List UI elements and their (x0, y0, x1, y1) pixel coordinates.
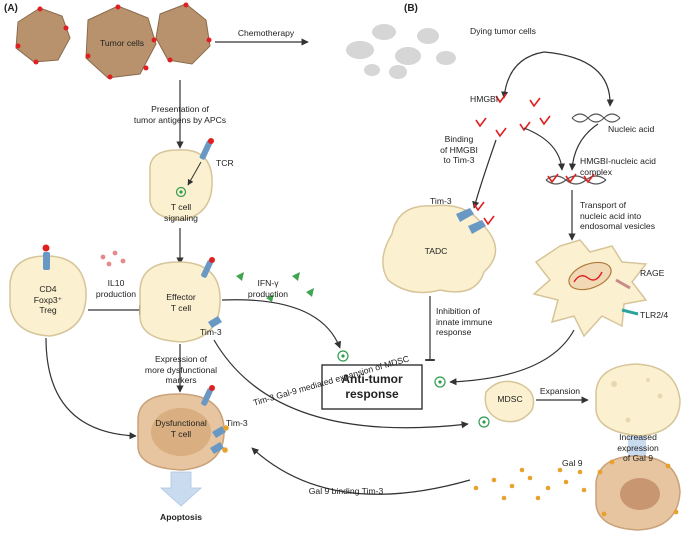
effector-tcr (201, 260, 213, 278)
effector-tim3-receptor (208, 316, 222, 328)
chemotherapy-label: Chemotherapy (237, 28, 295, 38)
plus-ifn (337, 350, 349, 362)
tcr-receptor (199, 140, 213, 160)
tumor-cell-3 (155, 3, 211, 65)
tumor-cells-group (15, 2, 212, 80)
expanded-mdsc (595, 363, 681, 437)
dying-tumor-cells (346, 24, 456, 79)
t-cell-signaling (149, 138, 214, 221)
tlr-label: TLR2/4 (640, 310, 669, 320)
hmgbi-to-complex (523, 127, 566, 171)
treg-receptor (43, 252, 50, 270)
dysfunctional-nucleus (151, 408, 211, 456)
rage-label: RAGE (640, 268, 665, 278)
plus-mdsc (478, 416, 490, 428)
mdsc-label: MDSC (497, 394, 523, 404)
nucleic-acid-helix (571, 113, 621, 123)
treg-cell (9, 244, 87, 337)
nucleic-to-complex (568, 123, 599, 171)
tadc-label: TADC (424, 246, 448, 256)
treg-to-dysfunctional (45, 337, 137, 440)
effector-t-cell (139, 257, 222, 343)
hmgbi-label: HMGBI (470, 94, 499, 104)
tumor-cells-label: Tumor cells (99, 38, 145, 48)
endosomal-dc (532, 239, 648, 338)
il10-dots (100, 250, 126, 267)
panel-b-label: (B) (404, 3, 418, 14)
tadc-tim3-receptor (456, 208, 474, 222)
expansion-label: Expansion (539, 386, 581, 396)
tlr-receptor (621, 308, 639, 316)
dying-to-nucleic (543, 51, 614, 107)
tumor-antigen-spots (15, 2, 212, 80)
hmgbi-chevrons (475, 93, 551, 138)
mdsc-body (484, 380, 535, 423)
expanded-mdsc-body (595, 363, 681, 437)
dysfunctional-tim3-receptor (212, 426, 226, 438)
tcr-signal-arrow (187, 161, 202, 186)
mdsc-cell (484, 380, 535, 423)
effector-body (139, 261, 221, 343)
tumor-cell-1 (15, 7, 71, 63)
panel-a-label: (A) (4, 3, 18, 14)
dying-to-hmgbi (501, 51, 545, 99)
mdsc-expansion-path (213, 339, 469, 429)
dc-to-antitumor (449, 329, 575, 386)
treg-body (9, 255, 87, 337)
gal9-dots (473, 467, 587, 501)
gal9-binding-path (251, 447, 471, 495)
tadc-cell (382, 201, 497, 294)
hmgbi-nucleic-complex (545, 173, 607, 185)
tumor-cell-2 (85, 5, 157, 79)
signaling-plus (175, 186, 187, 198)
plus-dc (434, 376, 446, 388)
anti-tumor-box (321, 364, 423, 410)
apoptosis-arrow (159, 471, 203, 507)
gal9-mdsc (595, 455, 681, 531)
dying-tumor-cells-label: Dying tumor cells (470, 26, 536, 36)
gal9-binding-label: Gal 9 binding Tim-3 (308, 486, 384, 496)
effector-to-antitumor (221, 299, 342, 349)
tadc-body (382, 204, 497, 294)
rage-receptor (615, 278, 631, 290)
hmgbi-to-tadc (472, 139, 497, 209)
tim3-tadc-label: Tim-3 (430, 196, 452, 206)
gal9-label: Gal 9 (562, 458, 583, 468)
tim3-effector-label: Tim-3 (200, 327, 222, 337)
nucleic-acid-label: Nucleic acid (608, 124, 655, 134)
endosome (568, 261, 612, 291)
apoptosis-label: Apoptosis (159, 512, 202, 522)
dysfunctional-t-cell (137, 385, 229, 471)
tim3-dysfunctional-label: Tim-3 (226, 418, 248, 428)
ifn-triangles (236, 272, 314, 302)
t-cell-signaling-body (149, 149, 213, 221)
tcr-label: TCR (216, 158, 234, 168)
